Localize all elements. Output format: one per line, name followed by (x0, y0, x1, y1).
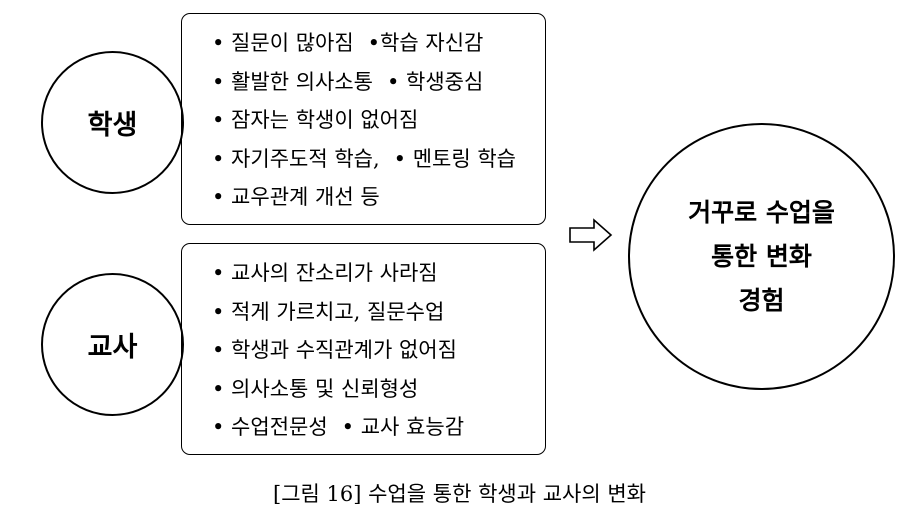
student-item: • 질문이 많아짐•학습 자신감 (212, 31, 484, 55)
result-line: 경험 (738, 285, 785, 315)
student-item: • 활발한 의사소통• 학생중심 (212, 69, 484, 94)
student-item: • 교우관계 개선 등 (212, 185, 380, 209)
student-changes-box: • 질문이 많아짐•학습 자신감 • 활발한 의사소통• 학생중심 • 잠자는 … (181, 13, 546, 225)
teacher-item: • 적게 가르치고, 질문수업 (212, 299, 445, 324)
right-arrow-icon (569, 218, 613, 252)
student-label: 학생 (87, 110, 138, 141)
result-circle: 거꾸로 수업을 통한 변화 경험 (628, 123, 895, 390)
teacher-item: • 학생과 수직관계가 없어짐 (212, 338, 457, 362)
result-line: 통한 변화 (711, 241, 812, 271)
result-line: 거꾸로 수업을 (688, 197, 835, 227)
teacher-item: • 의사소통 및 신뢰형성 (212, 376, 419, 401)
teacher-circle: 교사 (41, 273, 184, 416)
teacher-item: • 교사의 잔소리가 사라짐 (212, 261, 438, 285)
figure-caption: [그림 16] 수업을 통한 학생과 교사의 변화 (273, 482, 646, 506)
student-item: • 잠자는 학생이 없어짐 (212, 108, 419, 132)
teacher-label: 교사 (87, 332, 138, 363)
teacher-item: • 수업전문성• 교사 효능감 (212, 415, 465, 439)
student-circle: 학생 (41, 51, 184, 194)
student-item: • 자기주도적 학습,• 멘토링 학습 (212, 146, 516, 171)
teacher-changes-box: • 교사의 잔소리가 사라짐 • 적게 가르치고, 질문수업 • 학생과 수직관… (181, 243, 546, 455)
result-text: 거꾸로 수업을 통한 변화 경험 (688, 191, 835, 323)
